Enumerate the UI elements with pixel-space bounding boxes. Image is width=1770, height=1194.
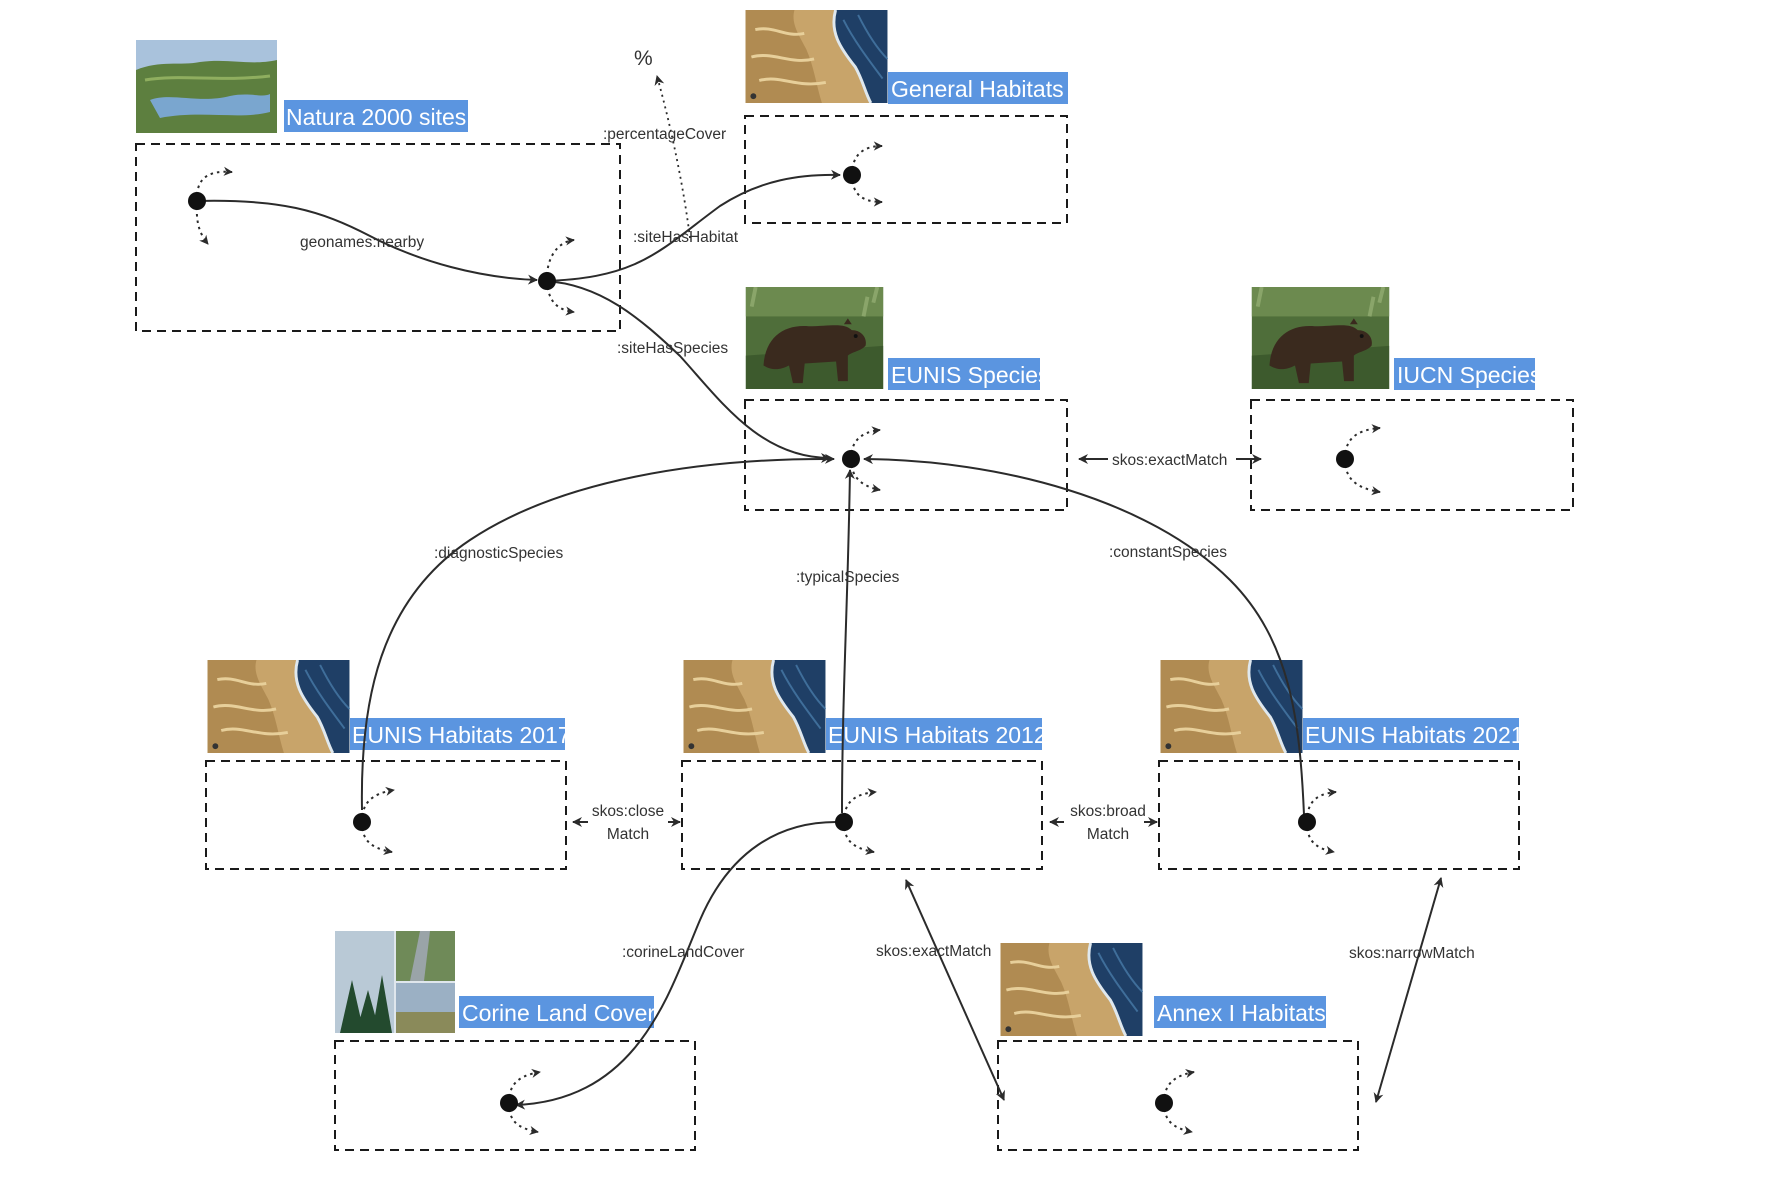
edge-percentage-cover — [654, 75, 691, 239]
svg-text:IUCN Species: IUCN Species — [1397, 362, 1541, 388]
node-eunis-2012 — [835, 813, 853, 831]
label-close-match-line1: skos:close — [592, 803, 664, 820]
landscape-photo — [136, 40, 277, 133]
group-box-natura — [135, 143, 621, 332]
self-loops — [195, 141, 1381, 1136]
node-iucn-species — [1336, 450, 1354, 468]
node-eunis-2021 — [1298, 813, 1316, 831]
svg-text:EUNIS Species: EUNIS Species — [891, 362, 1050, 388]
label-site-has-habitat: :siteHasHabitat — [633, 229, 739, 246]
label-site-has-species: :siteHasSpecies — [617, 340, 728, 357]
label-geonames-nearby: geonames:nearby — [300, 234, 424, 251]
svg-text:Annex I Habitats: Annex I Habitats — [1157, 1000, 1326, 1026]
group-title-corine: Corine Land Cover — [459, 996, 655, 1028]
group-box-eunis-2021 — [1158, 760, 1520, 870]
dunes-coast-photo — [683, 660, 826, 753]
svg-text:EUNIS Habitats 2017: EUNIS Habitats 2017 — [352, 722, 571, 748]
svg-text:General Habitats: General Habitats — [891, 76, 1064, 102]
dunes-coast-photo — [1160, 660, 1303, 753]
edge-geonames-nearby — [196, 199, 538, 285]
label-close-match-line2: Match — [607, 826, 649, 843]
svg-text:Natura 2000 sites: Natura 2000 sites — [286, 104, 466, 130]
node-eunis-species — [842, 450, 860, 468]
group-box-corine — [334, 1040, 696, 1151]
label-exact-match-species: skos:exactMatch — [1112, 452, 1227, 469]
edge-corine-land-cover — [515, 821, 837, 1110]
label-broad-match-line1: skos:broad — [1070, 803, 1146, 820]
group-title-eunis-species: EUNIS Species — [888, 358, 1050, 390]
dunes-coast-photo — [1000, 943, 1143, 1036]
label-typical-species: :typicalSpecies — [796, 569, 900, 586]
group-box-eunis-2012 — [681, 760, 1043, 870]
forest-collage-photo — [335, 931, 455, 1033]
edge-narrow-match — [1373, 877, 1444, 1103]
edge-exact-match-annex — [905, 879, 1005, 1101]
group-box-eunis-species — [744, 399, 1068, 511]
label-constant-species: :constantSpecies — [1109, 544, 1227, 561]
group-title-eunis-2012: EUNIS Habitats 2012 — [826, 718, 1047, 750]
edge-typical-species — [841, 469, 855, 814]
label-narrow-match: skos:narrowMatch — [1349, 945, 1475, 962]
edge-constant-species — [863, 454, 1305, 816]
group-box-eunis-2017 — [205, 760, 567, 870]
group-title-eunis-2021: EUNIS Habitats 2021 — [1303, 718, 1524, 750]
label-corine-land-cover: :corineLandCover — [622, 944, 744, 961]
label-diagnostic-species: :diagnosticSpecies — [434, 545, 563, 562]
node-general-habitat — [843, 166, 861, 184]
svg-text:Corine Land Cover: Corine Land Cover — [462, 1000, 655, 1026]
node-eunis-2017 — [353, 813, 371, 831]
node-natura-nearby-site — [538, 272, 556, 290]
label-exact-match-annex: skos:exactMatch — [876, 943, 991, 960]
group-box-general-habitats — [744, 115, 1068, 224]
group-box-iucn-species — [1250, 399, 1574, 511]
label-percentage-cover: :percentageCover — [603, 126, 726, 143]
bear-photo — [1251, 287, 1390, 389]
edge-diagnostic-species — [360, 453, 835, 811]
group-title-eunis-2017: EUNIS Habitats 2017 — [350, 718, 571, 750]
node-annex1 — [1155, 1094, 1173, 1112]
group-title-general-habitats: General Habitats — [888, 72, 1068, 104]
edge-site-has-habitat — [544, 169, 841, 282]
dunes-coast-photo — [745, 10, 888, 103]
svg-text:EUNIS Habitats 2021: EUNIS Habitats 2021 — [1305, 722, 1524, 748]
svg-text:EUNIS Habitats 2012: EUNIS Habitats 2012 — [828, 722, 1047, 748]
group-title-natura: Natura 2000 sites — [284, 100, 468, 132]
group-title-annex1: Annex I Habitats — [1154, 996, 1326, 1028]
group-title-iucn-species: IUCN Species — [1394, 358, 1541, 390]
edge-site-has-species — [544, 280, 831, 463]
node-corine — [500, 1094, 518, 1112]
dunes-coast-photo — [207, 660, 350, 753]
group-box-annex1 — [997, 1040, 1359, 1151]
label-broad-match-line2: Match — [1087, 826, 1129, 843]
node-natura-site — [188, 192, 206, 210]
percent-symbol: % — [634, 47, 653, 70]
bear-photo — [745, 287, 884, 389]
